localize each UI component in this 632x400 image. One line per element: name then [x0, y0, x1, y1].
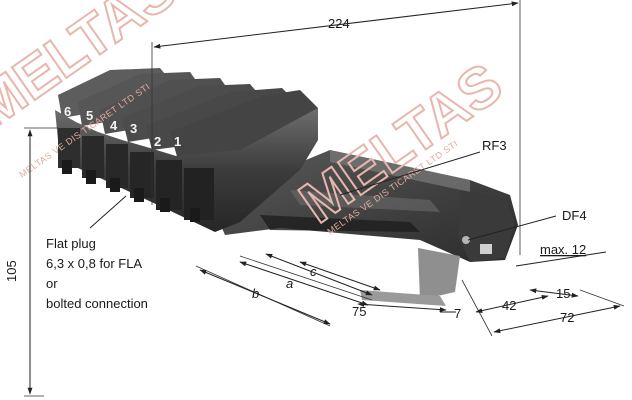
dim-c: c [310, 264, 317, 279]
dim-72: 72 [560, 310, 574, 325]
module-number-4: 4 [110, 118, 118, 133]
module-stack [55, 68, 318, 232]
callout-labels: RF3 DF4 Flat plug 6,3 x 0,8 for FLA or b… [46, 138, 587, 311]
module-number-5: 5 [86, 108, 93, 123]
dimension-values: 224 105 b a c 75 7 42 15 72 max. 12 [4, 16, 586, 325]
dim-overall-length: 224 [328, 16, 350, 31]
dimension-lines [24, 0, 625, 397]
flat-plug-line-1: Flat plug [46, 236, 96, 251]
module-number-2: 2 [154, 134, 161, 149]
label-rf3: RF3 [482, 138, 507, 153]
module-number-6: 6 [64, 104, 71, 119]
dim-a: a [286, 276, 293, 291]
dim-height: 105 [4, 260, 19, 282]
flat-plug-line-3: or [46, 276, 58, 291]
dim-7: 7 [454, 306, 461, 321]
dim-b: b [252, 286, 259, 301]
flat-plug-line-2: 6,3 x 0,8 for FLA [46, 256, 142, 271]
dim-42: 42 [502, 298, 516, 313]
flat-plug-line-4: bolted connection [46, 296, 148, 311]
module-number-labels: 6 5 4 3 2 1 [64, 104, 181, 149]
dim-15: 15 [556, 286, 570, 301]
module-number-1: 1 [174, 134, 181, 149]
module-number-3: 3 [130, 121, 137, 136]
dim-max-12: max. 12 [540, 242, 586, 257]
dim-75: 75 [352, 304, 366, 319]
device-illustration: 6 5 4 3 2 1 [55, 68, 518, 306]
label-df4: DF4 [562, 208, 587, 223]
